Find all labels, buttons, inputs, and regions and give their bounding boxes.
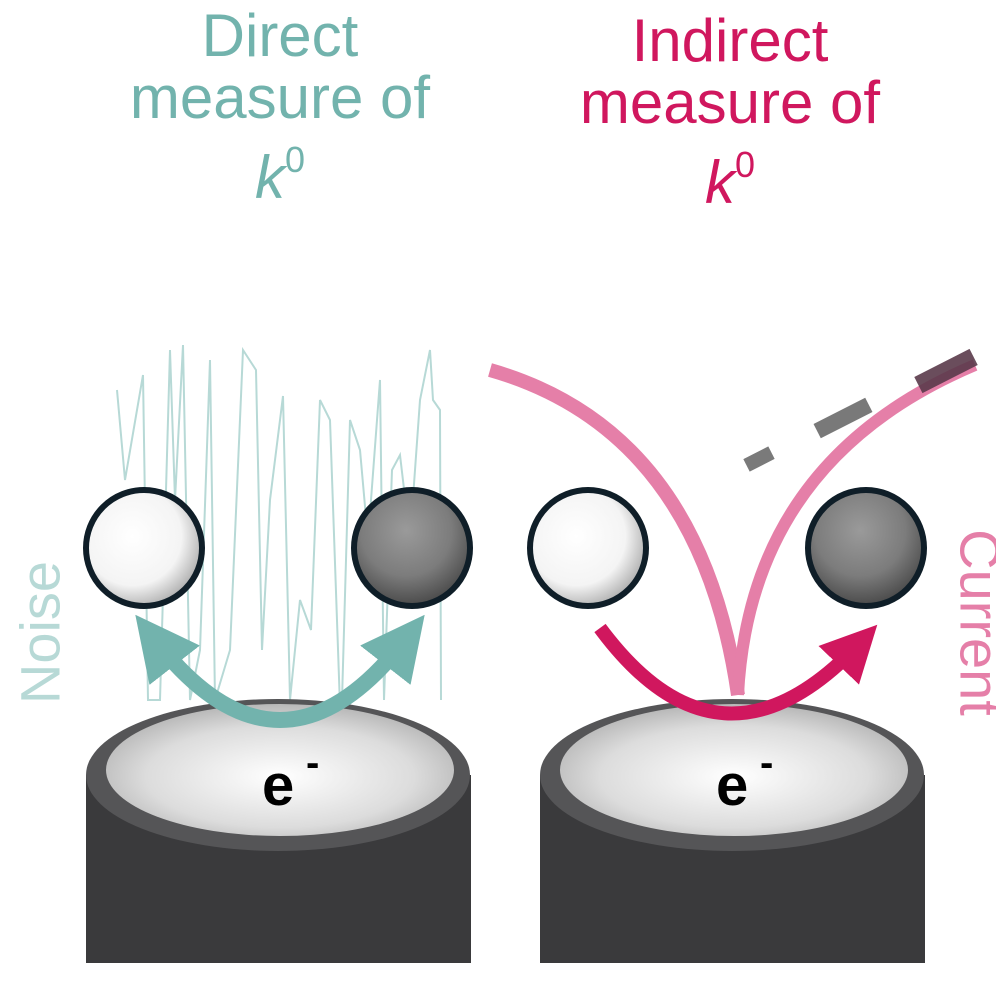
current-label: Current [948, 529, 996, 716]
teal-double-arrow [135, 614, 425, 728]
curve-segment-mark [914, 348, 978, 394]
right-electron-sup: - [760, 741, 773, 785]
left-electron-sup: - [306, 741, 319, 785]
oxidized-species-right [527, 487, 649, 609]
right-electron-label: e [716, 753, 748, 818]
right-electrode [540, 699, 925, 963]
current-curve-left [488, 363, 745, 696]
pink-arrow [594, 623, 878, 721]
oxidized-species-left [83, 487, 205, 609]
curve-segment-mark [813, 397, 873, 439]
current-curve-right [732, 359, 978, 696]
k-symbol: k [254, 144, 285, 211]
k-superscript: 0 [284, 139, 306, 180]
reduced-species-left [351, 487, 473, 609]
noise-label: Noise [8, 560, 72, 705]
left-electrode [86, 699, 471, 963]
k-symbol: k [704, 149, 735, 216]
title-line-1: Indirect [631, 7, 829, 74]
left-electron-label: e [262, 753, 294, 818]
k-superscript: 0 [734, 144, 756, 185]
reduced-species-right [805, 487, 927, 609]
title-k0: k0 [510, 134, 950, 214]
direct-measure-title: Direct measure of k0 [60, 5, 500, 209]
title-line-2: measure of [579, 69, 881, 136]
title-line-1: Direct [201, 2, 359, 69]
indirect-measure-title: Indirect measure of k0 [510, 10, 950, 214]
title-k0: k0 [60, 129, 500, 209]
title-line-2: measure of [129, 64, 431, 131]
curve-segment-mark [743, 446, 775, 472]
